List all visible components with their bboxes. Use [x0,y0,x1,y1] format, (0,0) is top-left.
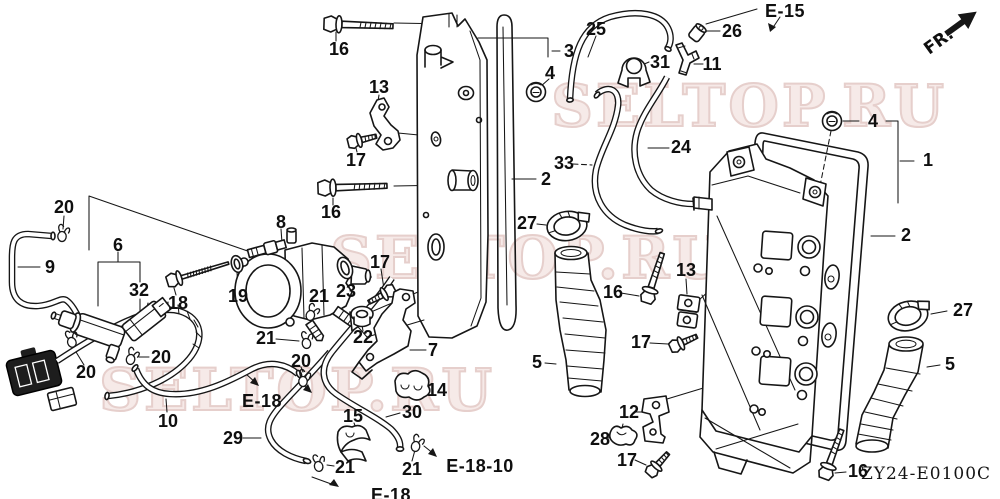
part-label-32: 32 [128,280,150,300]
part-label-26: 26 [721,21,743,41]
part-label-20: 20 [290,351,312,371]
part-label-18: 18 [167,293,189,313]
part-label-2: 2 [540,169,552,189]
part-label-10: 10 [157,411,179,431]
tube-clamp-13b [676,294,701,329]
ref-label-e-15: E-15 [764,1,806,21]
stay-bracket-12 [641,395,670,444]
part-label-17: 17 [616,450,638,470]
part-label-11: 11 [702,54,722,74]
part-label-4: 4 [867,111,879,131]
part-label-1: 1 [922,150,934,170]
part-label-21: 21 [255,328,277,348]
part-label-7: 7 [427,340,439,360]
part-label-12: 12 [618,402,640,422]
part-label-29: 29 [222,428,244,448]
part-label-21: 21 [401,459,423,479]
part-label-17: 17 [345,150,367,170]
part-label-3: 3 [563,41,575,61]
part-label-19: 19 [227,286,249,306]
part-label-27: 27 [952,300,974,320]
stay-bracket-13a [369,97,401,151]
part-label-20: 20 [75,362,97,382]
vacuum-pump-8 [234,227,372,342]
part-label-33: 33 [553,153,575,173]
stay-bracket-7 [351,288,416,380]
part-label-13: 13 [675,260,697,280]
solenoid-valve-6 [50,310,126,364]
corrugated-tube-5a [554,245,607,398]
part-label-25: 25 [585,19,607,39]
ref-label-e-18: E-18 [241,391,283,411]
part-label-13: 13 [368,77,390,97]
part-label-21: 21 [308,286,330,306]
part-label-9: 9 [44,257,56,277]
part-label-20: 20 [53,197,75,217]
cap-26 [688,23,707,43]
part-label-8: 8 [275,212,287,232]
clip-28 [608,423,638,446]
part-label-5: 5 [944,354,956,374]
joint-tube-11 [675,42,700,76]
part-label-16: 16 [320,202,342,222]
part-label-20: 20 [150,347,172,367]
hose-clamp-14 [394,369,431,401]
stud-bolt-18 [165,261,230,288]
corrugated-tube-5b [855,336,924,453]
part-label-17: 17 [369,252,391,272]
solenoid-connector-32 [121,296,172,342]
diagram-code: ZY24-E0100C [860,464,992,484]
breather-hose-25 [566,9,674,103]
part-label-30: 30 [401,402,423,422]
part-label-17: 17 [630,332,652,352]
breather-hose-33 [591,85,664,235]
ref-label-e-18: E-18 [370,485,412,499]
part-label-14: 14 [426,380,448,400]
part-label-31: 31 [649,52,671,72]
breather-plate [351,12,489,339]
part-label-21: 21 [334,457,356,477]
part-label-22: 22 [352,327,374,347]
part-label-4: 4 [544,63,556,83]
part-label-28: 28 [589,429,611,449]
part-label-16: 16 [602,282,624,302]
valve-cover-1 [693,143,840,475]
tube-clamp-31 [617,57,651,88]
part-label-16: 16 [847,461,869,481]
part-label-16: 16 [328,39,350,59]
part-label-5: 5 [531,352,543,372]
part-label-23: 23 [335,281,357,301]
part-label-27: 27 [516,213,538,233]
rubber-bushing-22 [350,305,374,328]
breather-plate-gasket [496,14,517,331]
part-label-15: 15 [342,406,364,426]
connector-plug [5,347,63,397]
hose-clamp-15 [336,424,371,462]
part-label-24: 24 [670,137,692,157]
connector-small [46,386,78,412]
part-label-6: 6 [112,235,124,255]
part-label-2: 2 [900,225,912,245]
ref-label-e-18-10: E-18-10 [446,456,514,476]
